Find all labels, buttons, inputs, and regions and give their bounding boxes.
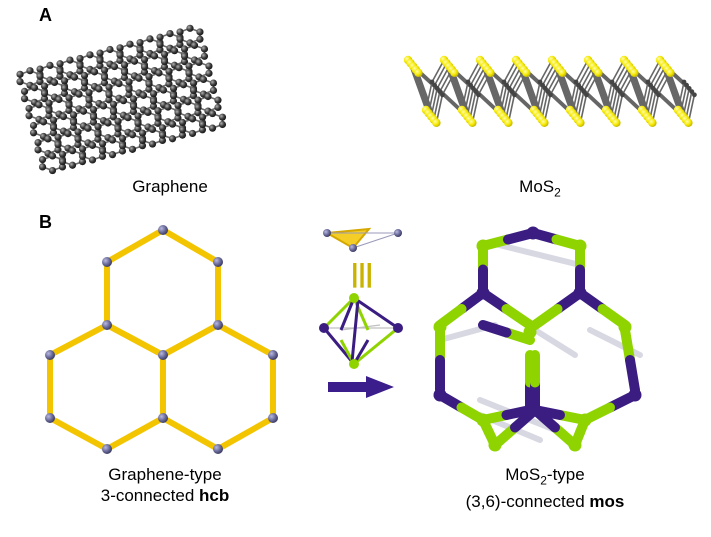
mos-net xyxy=(433,226,643,452)
mos-caption: MoS2-type (3,6)-connected mos xyxy=(445,464,645,512)
graphene-caption: Graphene xyxy=(132,177,208,196)
hcb-caption-line1: Graphene-type xyxy=(108,465,222,484)
hcb-caption-bold: hcb xyxy=(199,486,230,505)
panel-a-label: A xyxy=(39,5,52,25)
mos-caption-suffix: -type xyxy=(546,465,585,484)
mos-caption-prefix2: (3,6)-connected xyxy=(465,492,590,512)
mos2-caption: MoS2 xyxy=(495,176,585,203)
transform-arrow xyxy=(328,376,394,398)
hcb-nodes xyxy=(45,225,278,454)
mos-caption-prefix: MoS xyxy=(505,465,541,484)
mos2-caption-sub: 2 xyxy=(554,185,561,200)
triangle-node-motif xyxy=(323,227,402,252)
mos-caption-bold: mos xyxy=(589,492,625,512)
mos2-caption-main: MoS xyxy=(519,177,555,196)
hcb-caption: Graphene-type 3-connected hcb xyxy=(75,464,255,506)
mos-caption-line2: (3,6)-connected mos xyxy=(445,491,645,512)
mos2-layer xyxy=(403,55,697,128)
hcb-net xyxy=(45,225,278,454)
panel-b-label: B xyxy=(39,212,52,232)
equivalence-symbol: ||| xyxy=(351,258,373,288)
hcb-caption-line2: 3-connected hcb xyxy=(75,485,255,506)
graphene-lattice xyxy=(16,24,227,175)
mos-caption-line1: MoS2-type xyxy=(445,464,645,491)
octahedron-motif xyxy=(319,293,403,369)
mos-caption-sub: 2 xyxy=(540,473,547,488)
hcb-caption-prefix: 3-connected xyxy=(100,486,200,505)
